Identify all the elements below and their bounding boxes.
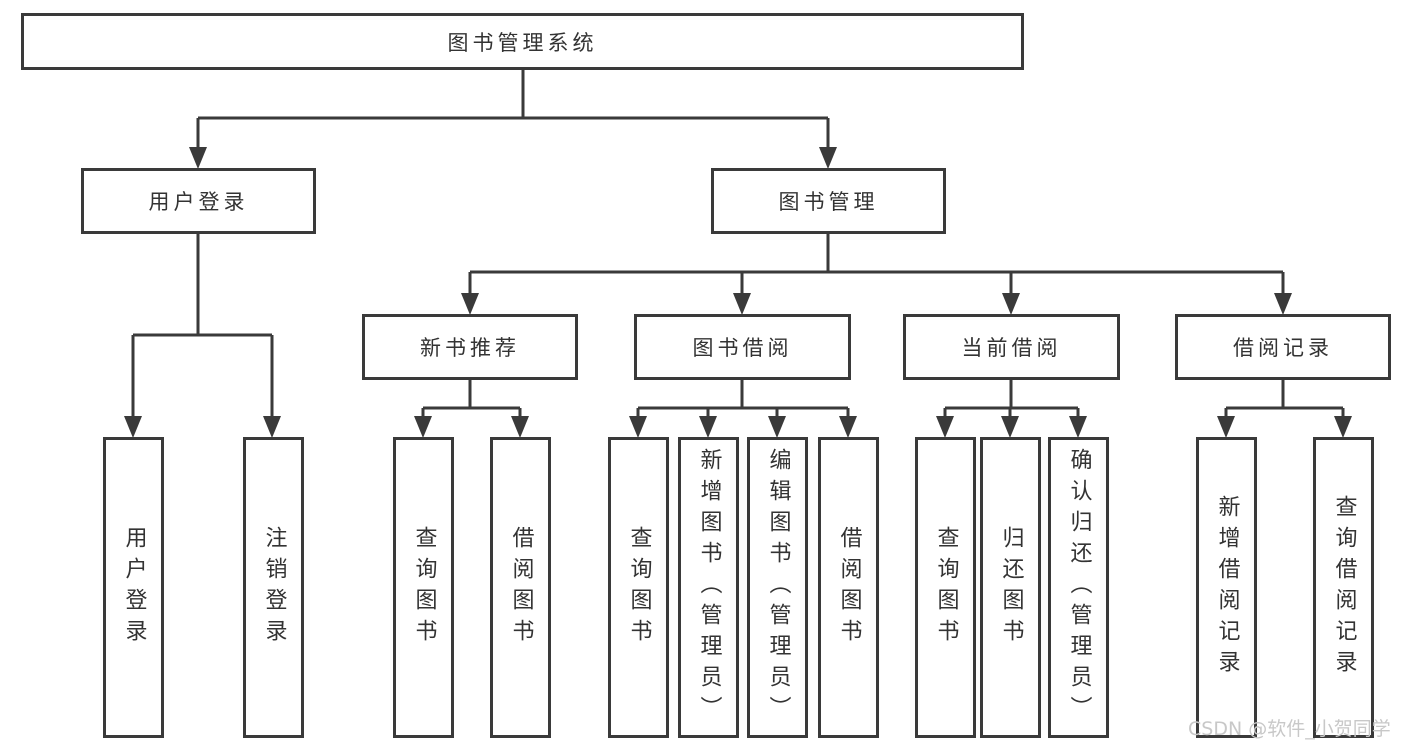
connector-user-login-to-leaves (124, 233, 281, 438)
leaf-label: 归还图书 (998, 525, 1024, 650)
node-book-management-branch: 图书管理 (711, 168, 946, 234)
arrowhead-icon (189, 147, 207, 169)
leaf-label: 新增图书（管理员） (696, 448, 722, 727)
leaf-query-borrow-record: 查询借阅记录 (1313, 437, 1374, 738)
leaf-return-books: 归还图书 (980, 437, 1041, 738)
arrowhead-icon (699, 416, 717, 438)
node-user-login-branch: 用户登录 (81, 168, 316, 234)
leaf-logout: 注销登录 (243, 437, 304, 738)
arrowhead-icon (629, 416, 647, 438)
arrowhead-icon (936, 416, 954, 438)
leaf-add-borrow-record: 新增借阅记录 (1196, 437, 1257, 738)
leaf-add-books-admin: 新增图书（管理员） (678, 437, 739, 738)
arrowhead-icon (1002, 293, 1020, 315)
leaf-label: 用户登录 (121, 525, 147, 650)
node-label: 用户登录 (148, 190, 249, 214)
node-label: 新书推荐 (420, 336, 520, 360)
node-label: 图书管理 (778, 190, 879, 214)
leaf-borrow-books: 借阅图书 (818, 437, 879, 738)
leaf-label: 确认归还（管理员） (1066, 448, 1092, 727)
connector-current-borrow-to-leaves (936, 379, 1087, 438)
node-label: 当前借阅 (961, 336, 1062, 360)
connector-book-borrow-to-leaves (629, 379, 857, 438)
csdn-watermark: CSDN @软件_小贺同学 (1188, 718, 1391, 740)
node-borrowing-records: 借阅记录 (1175, 314, 1391, 380)
arrowhead-icon (733, 293, 751, 315)
node-current-borrowing: 当前借阅 (903, 314, 1120, 380)
leaf-label: 查询图书 (626, 525, 652, 650)
node-book-borrowing: 图书借阅 (634, 314, 851, 380)
leaf-edit-books-admin: 编辑图书（管理员） (747, 437, 808, 738)
arrowhead-icon (124, 416, 142, 438)
arrowhead-icon (1001, 416, 1019, 438)
leaf-label: 编辑图书（管理员） (765, 448, 791, 727)
arrowhead-icon (819, 147, 837, 169)
leaf-label: 注销登录 (261, 525, 287, 650)
arrowhead-icon (1069, 416, 1087, 438)
connector-root-to-level2 (189, 69, 837, 169)
leaf-query-books-current: 查询图书 (915, 437, 976, 738)
leaf-user-login: 用户登录 (103, 437, 164, 738)
connector-book-mgmt-to-level3 (461, 233, 1292, 315)
arrowhead-icon (839, 416, 857, 438)
leaf-confirm-return-admin: 确认归还（管理员） (1048, 437, 1109, 738)
connector-borrow-record-to-leaves (1217, 379, 1352, 438)
arrowhead-icon (1274, 293, 1292, 315)
leaf-query-books-recommend: 查询图书 (393, 437, 454, 738)
node-label: 图书借阅 (692, 336, 793, 360)
leaf-label: 借阅图书 (836, 525, 862, 650)
leaf-label: 新增借阅记录 (1214, 494, 1240, 681)
arrowhead-icon (263, 416, 281, 438)
node-label: 图书管理系统 (447, 30, 598, 55)
arrowhead-icon (1217, 416, 1235, 438)
node-label: 借阅记录 (1233, 336, 1333, 360)
leaf-label: 借阅图书 (508, 525, 534, 650)
arrowhead-icon (768, 416, 786, 438)
leaf-query-books-borrowing: 查询图书 (608, 437, 669, 738)
arrowhead-icon (414, 416, 432, 438)
leaf-label: 查询借阅记录 (1331, 494, 1357, 681)
leaf-borrow-books-recommend: 借阅图书 (490, 437, 551, 738)
leaf-label: 查询图书 (933, 525, 959, 650)
arrowhead-icon (1334, 416, 1352, 438)
arrowhead-icon (461, 293, 479, 315)
leaf-label: 查询图书 (411, 525, 437, 650)
node-library-management-system: 图书管理系统 (21, 13, 1024, 70)
arrowhead-icon (511, 416, 529, 438)
node-new-book-recommendation: 新书推荐 (362, 314, 578, 380)
connector-new-book-to-leaves (414, 379, 529, 438)
